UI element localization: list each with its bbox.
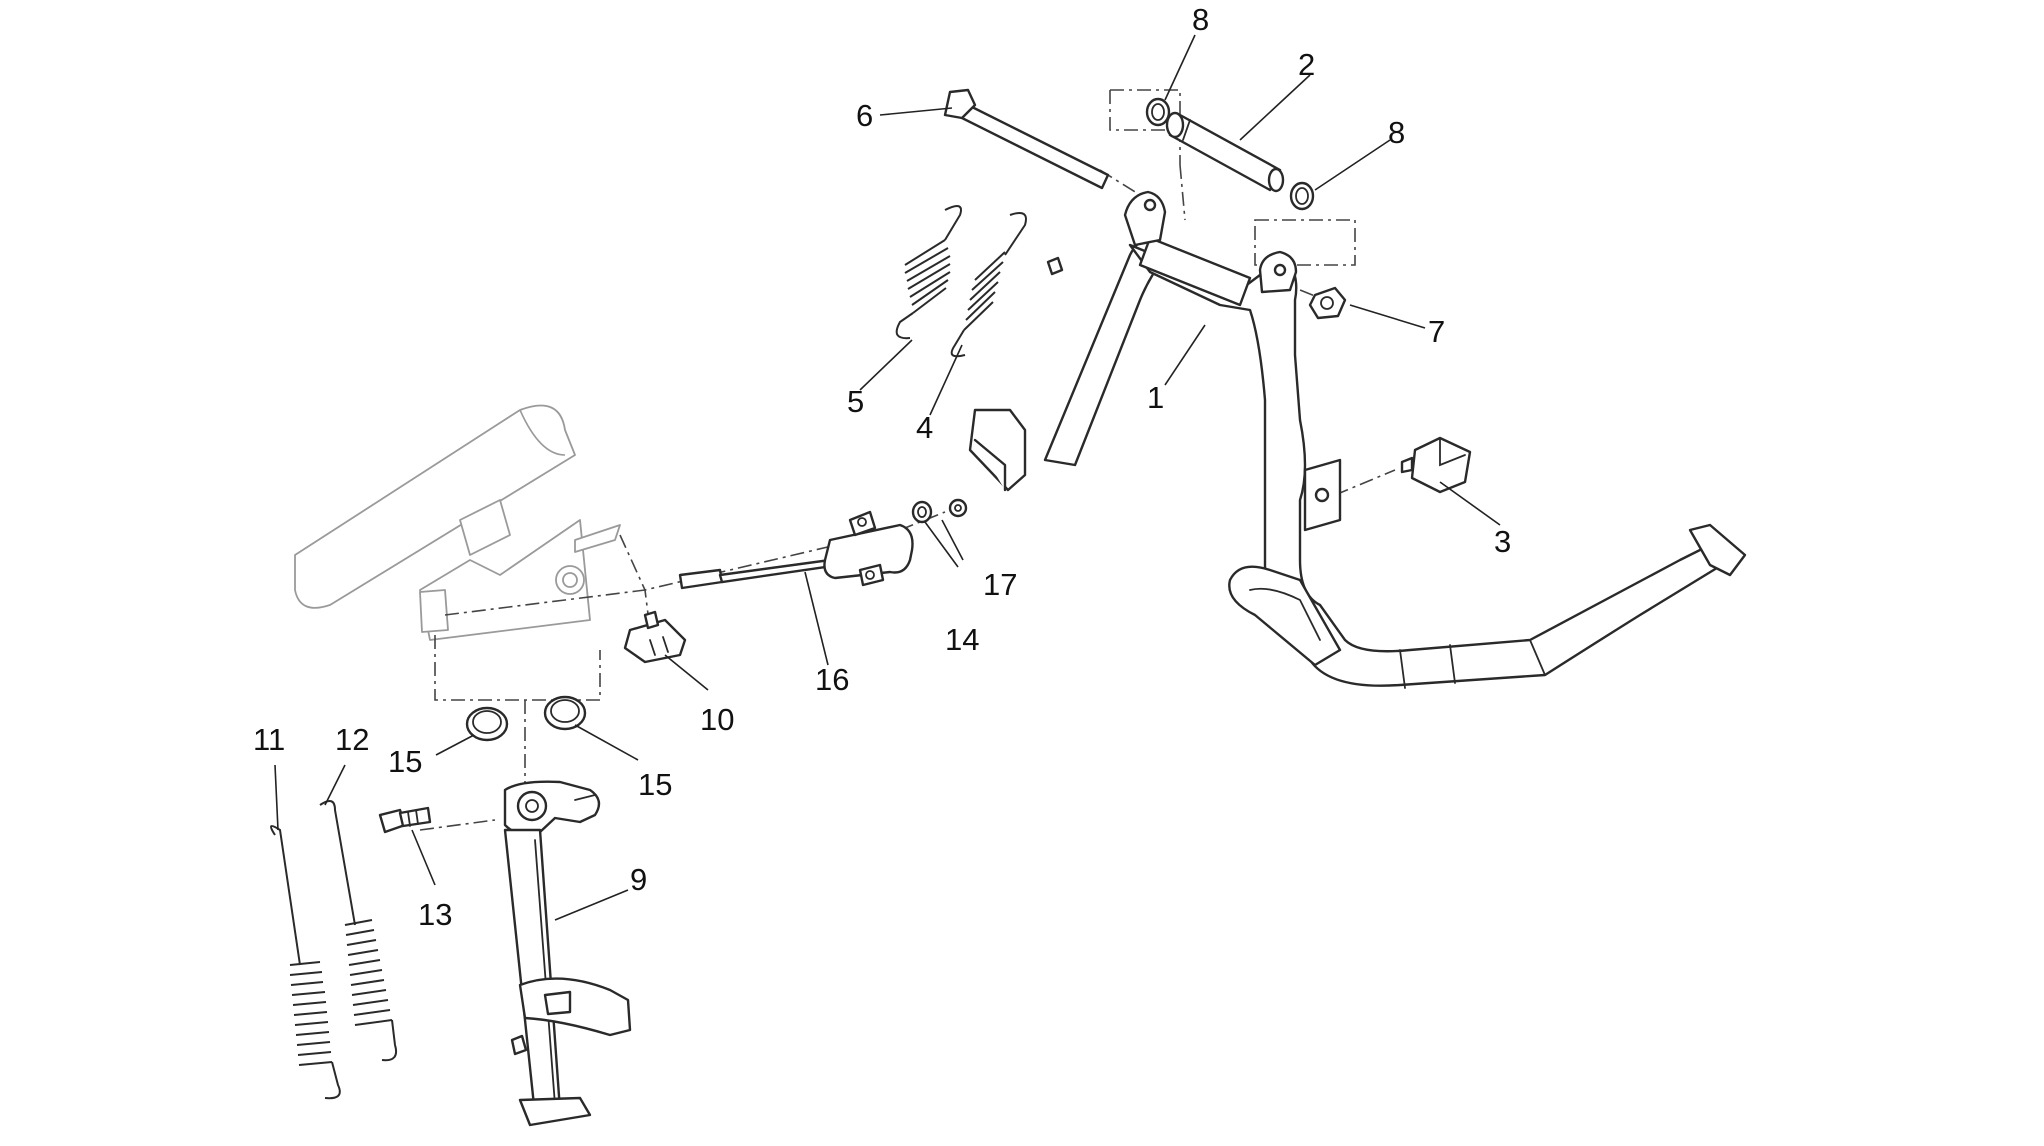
- center-stand-part-1: [968, 190, 1747, 689]
- callout-9: 9: [630, 862, 647, 897]
- long-bolt-part-6: [943, 88, 1110, 190]
- washer-part-8-right: [1289, 181, 1315, 211]
- callout-1: 1: [1147, 380, 1164, 415]
- callout-17: 17: [983, 567, 1017, 602]
- spring-part-12: [319, 800, 398, 1062]
- bolt-part-13: [378, 806, 432, 834]
- callout-14: 14: [945, 622, 979, 657]
- screw-part-17: [948, 498, 968, 518]
- callout-13: 13: [418, 897, 452, 932]
- bracket-part-10: [623, 610, 687, 664]
- callout-7: 7: [1428, 314, 1445, 349]
- callout-labels: 1 2 3 4 5 6 7 8 8 9 10 11 12 13 14 15 15…: [253, 2, 1511, 932]
- frame-reference-ghost: [294, 404, 621, 641]
- callout-15-left: 15: [388, 744, 422, 779]
- washer-part-8-top: [1145, 97, 1171, 127]
- spring-part-4: [950, 212, 1027, 358]
- washer-part-14: [911, 500, 933, 524]
- callout-3: 3: [1494, 524, 1511, 559]
- callout-2: 2: [1298, 47, 1315, 82]
- callout-6: 6: [856, 98, 873, 133]
- spring-part-11: [270, 825, 341, 1100]
- callout-8-top: 8: [1192, 2, 1209, 37]
- callout-4: 4: [916, 410, 933, 445]
- pivot-pin-part-2: [1165, 111, 1285, 193]
- callout-5: 5: [847, 384, 864, 419]
- sidestand-sensor-part-16: [678, 510, 914, 590]
- spring-part-5: [895, 205, 962, 340]
- ring-part-15-right: [543, 695, 587, 731]
- callout-16: 16: [815, 662, 849, 697]
- ring-part-15-left: [465, 706, 509, 742]
- nut-part-7: [1308, 286, 1347, 320]
- callout-8-right: 8: [1388, 115, 1405, 150]
- callout-leader-lines: [274, 34, 1501, 921]
- rubber-bumper-part-3: [1400, 436, 1472, 494]
- callout-12: 12: [335, 722, 369, 757]
- callout-10: 10: [700, 702, 734, 737]
- side-stand-part-9: [503, 780, 632, 1127]
- callout-15-right: 15: [638, 767, 672, 802]
- callout-11: 11: [253, 722, 285, 757]
